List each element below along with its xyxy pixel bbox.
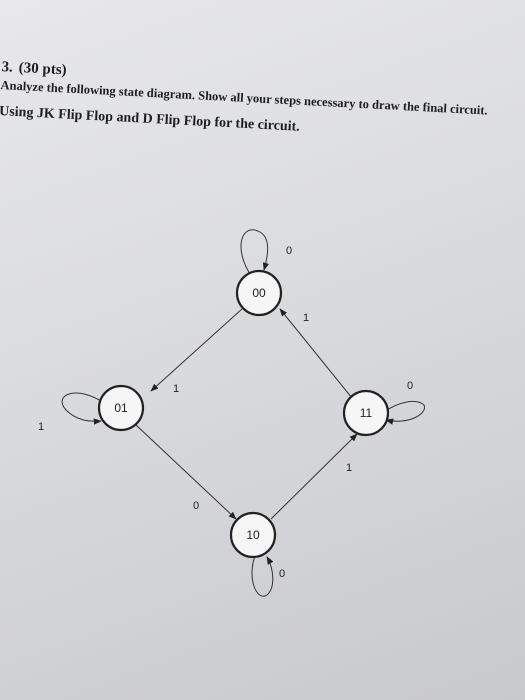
- label-10-to-11: 1: [346, 462, 352, 474]
- self-loop-11: [383, 401, 425, 425]
- state-10-label: 10: [246, 528, 260, 542]
- label-loop-00: 0: [286, 245, 292, 257]
- transition-11-to-00: [279, 308, 353, 399]
- state-11-label: 11: [360, 406, 373, 420]
- state-11-circle: [342, 389, 390, 437]
- state-01-label: 01: [114, 401, 128, 415]
- state-10-circle: [229, 511, 277, 559]
- state-01-circle: [97, 384, 145, 432]
- transition-00-to-01: [150, 308, 243, 392]
- label-00-to-01: 1: [173, 383, 179, 395]
- transition-01-to-10: [135, 424, 237, 520]
- label-loop-01: 1: [38, 421, 44, 433]
- state-00-circle: [235, 269, 283, 317]
- label-11-to-00: 1: [303, 312, 309, 324]
- label-loop-11: 0: [407, 380, 413, 392]
- self-loop-10: [251, 550, 274, 597]
- transition-10-to-11: [270, 433, 358, 520]
- label-01-to-10: 0: [193, 500, 199, 512]
- self-loop-01: [61, 392, 105, 425]
- label-loop-10: 0: [279, 568, 285, 580]
- self-loop-00: [240, 229, 270, 278]
- state-00-label: 00: [252, 286, 266, 300]
